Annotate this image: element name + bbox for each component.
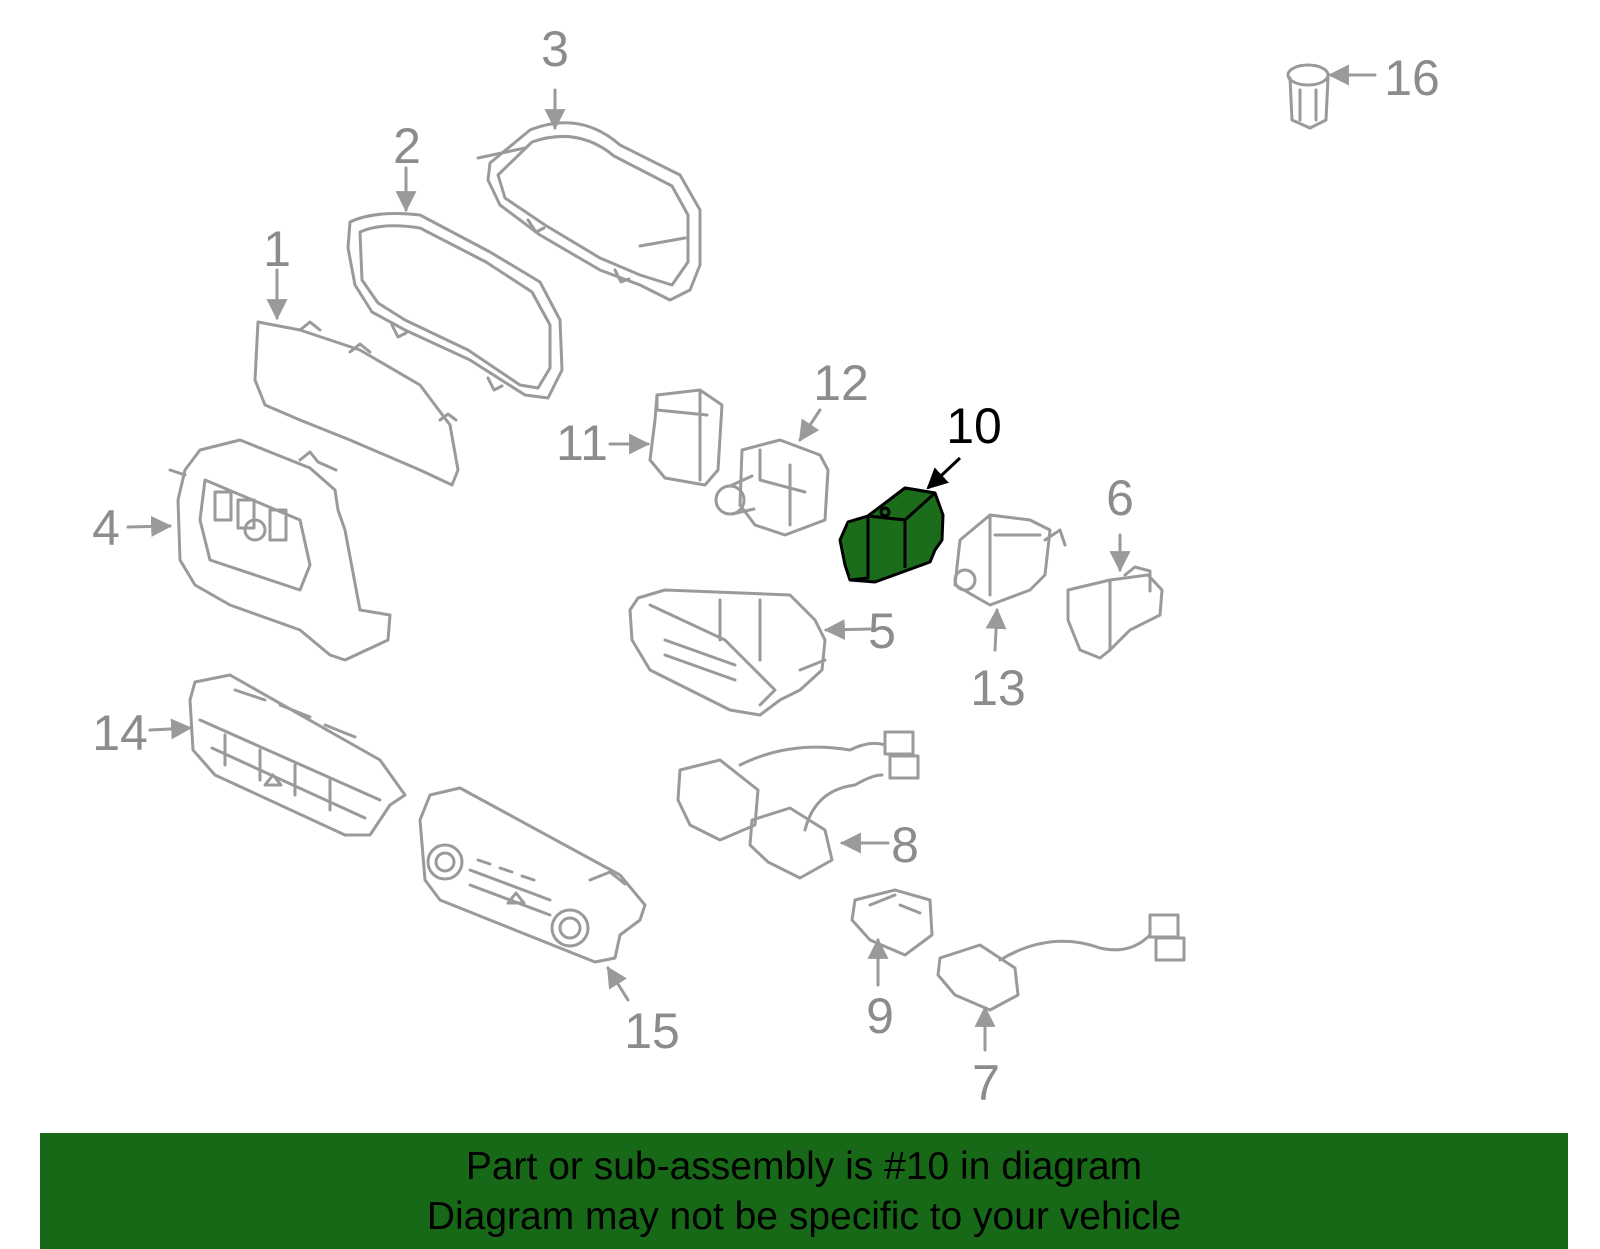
callout-11: 11 (556, 415, 608, 471)
callout-14: 14 (92, 705, 148, 761)
part-7-wire-harness (936, 913, 1186, 1012)
part-14-switch-panel (188, 673, 407, 837)
part-6-switch (1066, 565, 1164, 660)
callout-16: 16 (1384, 50, 1440, 106)
callout-4: 4 (92, 500, 120, 556)
part-16-clip (1286, 63, 1330, 130)
callout-12: 12 (813, 355, 869, 411)
callout-6: 6 (1106, 470, 1134, 526)
callout-7: 7 (972, 1055, 1000, 1111)
part-4-center-bezel (168, 438, 392, 662)
part-5-vent-housing (628, 588, 827, 717)
callout-15: 15 (624, 1003, 680, 1059)
callout-2: 2 (393, 118, 421, 174)
callout-13: 13 (970, 660, 1026, 716)
part-10-highlighted (838, 456, 962, 584)
part-11-switch (648, 388, 724, 487)
part-1-cluster-bezel (253, 320, 460, 487)
callout-5: 5 (868, 603, 896, 659)
callout-10-highlighted: 10 (946, 398, 1002, 454)
leader-arrows (126, 64, 1377, 1052)
part-2-cluster-lens (346, 212, 564, 400)
banner-line-disclaimer: Diagram may not be specific to your vehi… (426, 1195, 1182, 1238)
part-13-switch (953, 513, 1067, 607)
part-15-climate-control (418, 786, 647, 964)
callout-3: 3 (541, 21, 569, 77)
part-9-switch (850, 888, 934, 957)
exploded-parts-diagram: 3 2 1 4 14 11 12 6 13 5 8 9 7 15 16 10 (92, 21, 1440, 1111)
callout-9: 9 (866, 988, 894, 1044)
callout-labels: 3 2 1 4 14 11 12 6 13 5 8 9 7 15 16 (92, 21, 1440, 1111)
banner-line-part-number: Part or sub-assembly is #10 in diagram (465, 1145, 1143, 1188)
part-3-cluster-housing (476, 121, 702, 302)
callout-1: 1 (263, 221, 291, 277)
callout-8: 8 (891, 817, 919, 873)
info-banner: Part or sub-assembly is #10 in diagram D… (40, 1133, 1568, 1249)
part-12-switch-assembly (714, 438, 830, 537)
part-8-wire-harness (676, 730, 920, 880)
